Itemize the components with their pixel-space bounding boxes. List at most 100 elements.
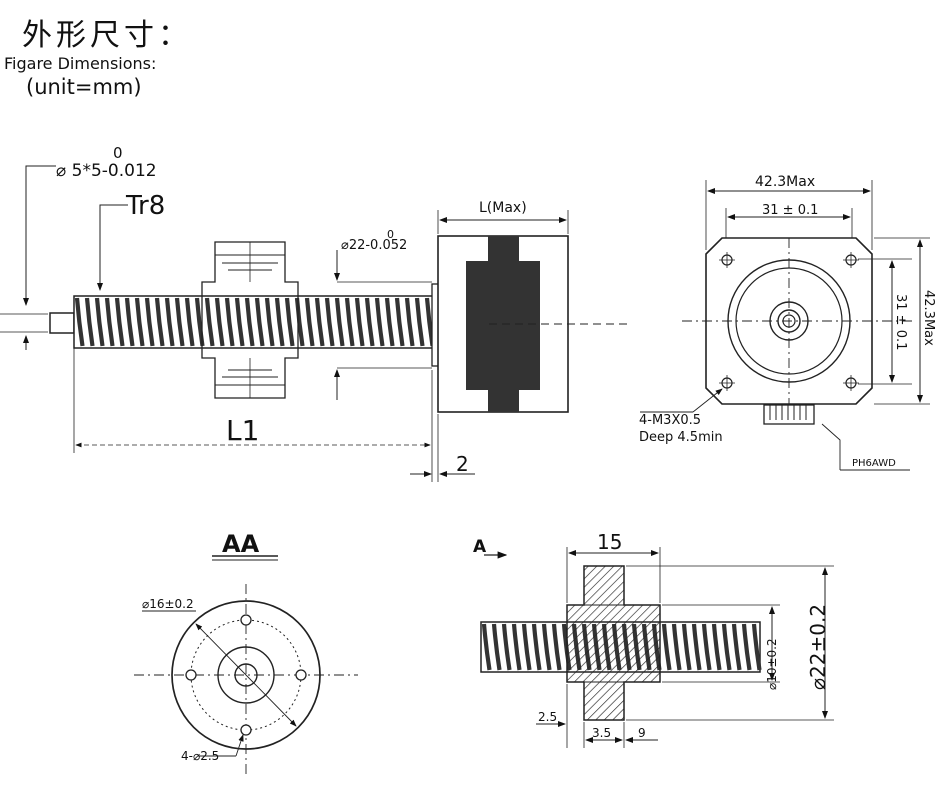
thread-crest (84, 297, 95, 347)
thread-crest (264, 297, 275, 347)
boss-circle (769, 301, 809, 341)
thread-crest (741, 623, 752, 671)
thread-crest (214, 297, 225, 347)
thread-crest (521, 623, 532, 671)
mounting-holes (719, 252, 859, 391)
thread-crest (114, 297, 125, 347)
view-marker: A (473, 537, 487, 557)
section-aa-view: AA ⌀16±0.2 4-⌀2.5 (134, 530, 358, 778)
thread-crest (254, 297, 265, 347)
boss-tol-upper: 0 (387, 228, 394, 241)
thread-crest (661, 623, 672, 671)
thread-crest (751, 623, 762, 671)
thread-crest (541, 623, 552, 671)
thread-crest (354, 297, 365, 347)
side-view: 0 ⌀ 5*5-0.012 Tr8 0 ⌀22 (0, 144, 630, 482)
lead-screw (73, 295, 435, 349)
dim-9: 9 (638, 726, 646, 740)
thread-crest (144, 297, 155, 347)
height-max: 42.3Max (921, 290, 936, 346)
thread-crest (324, 297, 335, 347)
connector-pins (769, 405, 807, 420)
thread-crest (344, 297, 355, 347)
inner-dia: ⌀10±0.2 (765, 638, 779, 690)
thread-crest (284, 297, 295, 347)
thread-crest (414, 297, 425, 347)
thread-crest (244, 297, 255, 347)
thread-crest (334, 297, 345, 347)
outer-dia: ⌀22±0.2 (806, 604, 830, 690)
thread-crest (234, 297, 245, 347)
bolt-holes-label: 4-⌀2.5 (181, 749, 219, 763)
thread-crest (304, 297, 315, 347)
nut-length: 15 (597, 530, 622, 554)
thread-label: Tr8 (125, 191, 165, 221)
shaft-dim: ⌀ 5*5-0.012 (56, 161, 157, 181)
bolt-circle-label: ⌀16±0.2 (142, 597, 194, 611)
thread-crest (481, 623, 492, 671)
dim-2-5: 2.5 (538, 710, 557, 724)
nut-section (566, 565, 661, 721)
thread-crest (274, 297, 285, 347)
thread-crest (294, 297, 305, 347)
thread-crest (394, 297, 405, 347)
thread-crest (711, 623, 722, 671)
flange-thickness: 2 (456, 452, 469, 476)
unit-label: (unit=mm) (26, 75, 142, 99)
motor-outer-ring (727, 259, 851, 383)
thread-crest (314, 297, 325, 347)
hole-spacing-h: 31 ± 0.1 (762, 203, 818, 218)
thread-crest (404, 297, 415, 347)
boss-dim: ⌀22-0.052 (341, 238, 407, 253)
thread-crest (501, 623, 512, 671)
thread-crest (691, 623, 702, 671)
thread-crest (671, 623, 682, 671)
title-chinese: 外形尺寸： (22, 18, 192, 53)
thread-crest (731, 623, 742, 671)
nut-flange-bottom (215, 358, 285, 398)
front-view: 42.3Max 31 ± 0.1 31 ± 0.1 (639, 174, 936, 471)
thread-crest (531, 623, 542, 671)
thread-crest (224, 297, 235, 347)
section-title: AA (222, 530, 260, 558)
shaft-tip (49, 312, 75, 334)
shaft-core (782, 314, 796, 328)
thread-crest (364, 297, 375, 347)
thread-crest (701, 623, 712, 671)
shaft-circle (777, 309, 801, 333)
width-max: 42.3Max (755, 174, 815, 190)
mount-holes-label: 4-M3X0.5 (639, 413, 701, 428)
connector-label: PH6AWD (852, 458, 896, 469)
thread-crest (551, 623, 562, 671)
shaft-tol-upper: 0 (113, 144, 123, 162)
thread-crest (94, 297, 105, 347)
nut-outline (201, 241, 299, 399)
thread-crest (134, 297, 145, 347)
length-max: L(Max) (479, 200, 527, 216)
thread-crest (204, 297, 215, 347)
thread-crest (511, 623, 522, 671)
motor-inner-ring (735, 267, 843, 375)
screw-threads (74, 297, 435, 347)
thread-crest (154, 297, 165, 347)
header: 外形尺寸： Figare Dimensions: (unit=mm) (0, 0, 260, 110)
nut-side-view: A 15 ⌀10±0.2 ⌀22±0.2 2.5 3.5 9 (473, 530, 834, 748)
hole-spacing-v: 31 ± 0.1 (893, 294, 908, 350)
l1-label: L1 (226, 414, 259, 447)
thread-crest (721, 623, 732, 671)
thread-crest (174, 297, 185, 347)
thread-crest (384, 297, 395, 347)
thread-crest (681, 623, 692, 671)
thread-crest (164, 297, 175, 347)
thread-crest (491, 623, 502, 671)
thread-crest (124, 297, 135, 347)
title-english: Figare Dimensions: (4, 54, 157, 73)
thread-crest (104, 297, 115, 347)
dim-3-5: 3.5 (592, 726, 611, 740)
nut-flange-top (215, 242, 285, 282)
hole-depth-label: Deep 4.5min (639, 430, 723, 445)
thread-crest (184, 297, 195, 347)
thread-crest (74, 297, 85, 347)
thread-crest (374, 297, 385, 347)
